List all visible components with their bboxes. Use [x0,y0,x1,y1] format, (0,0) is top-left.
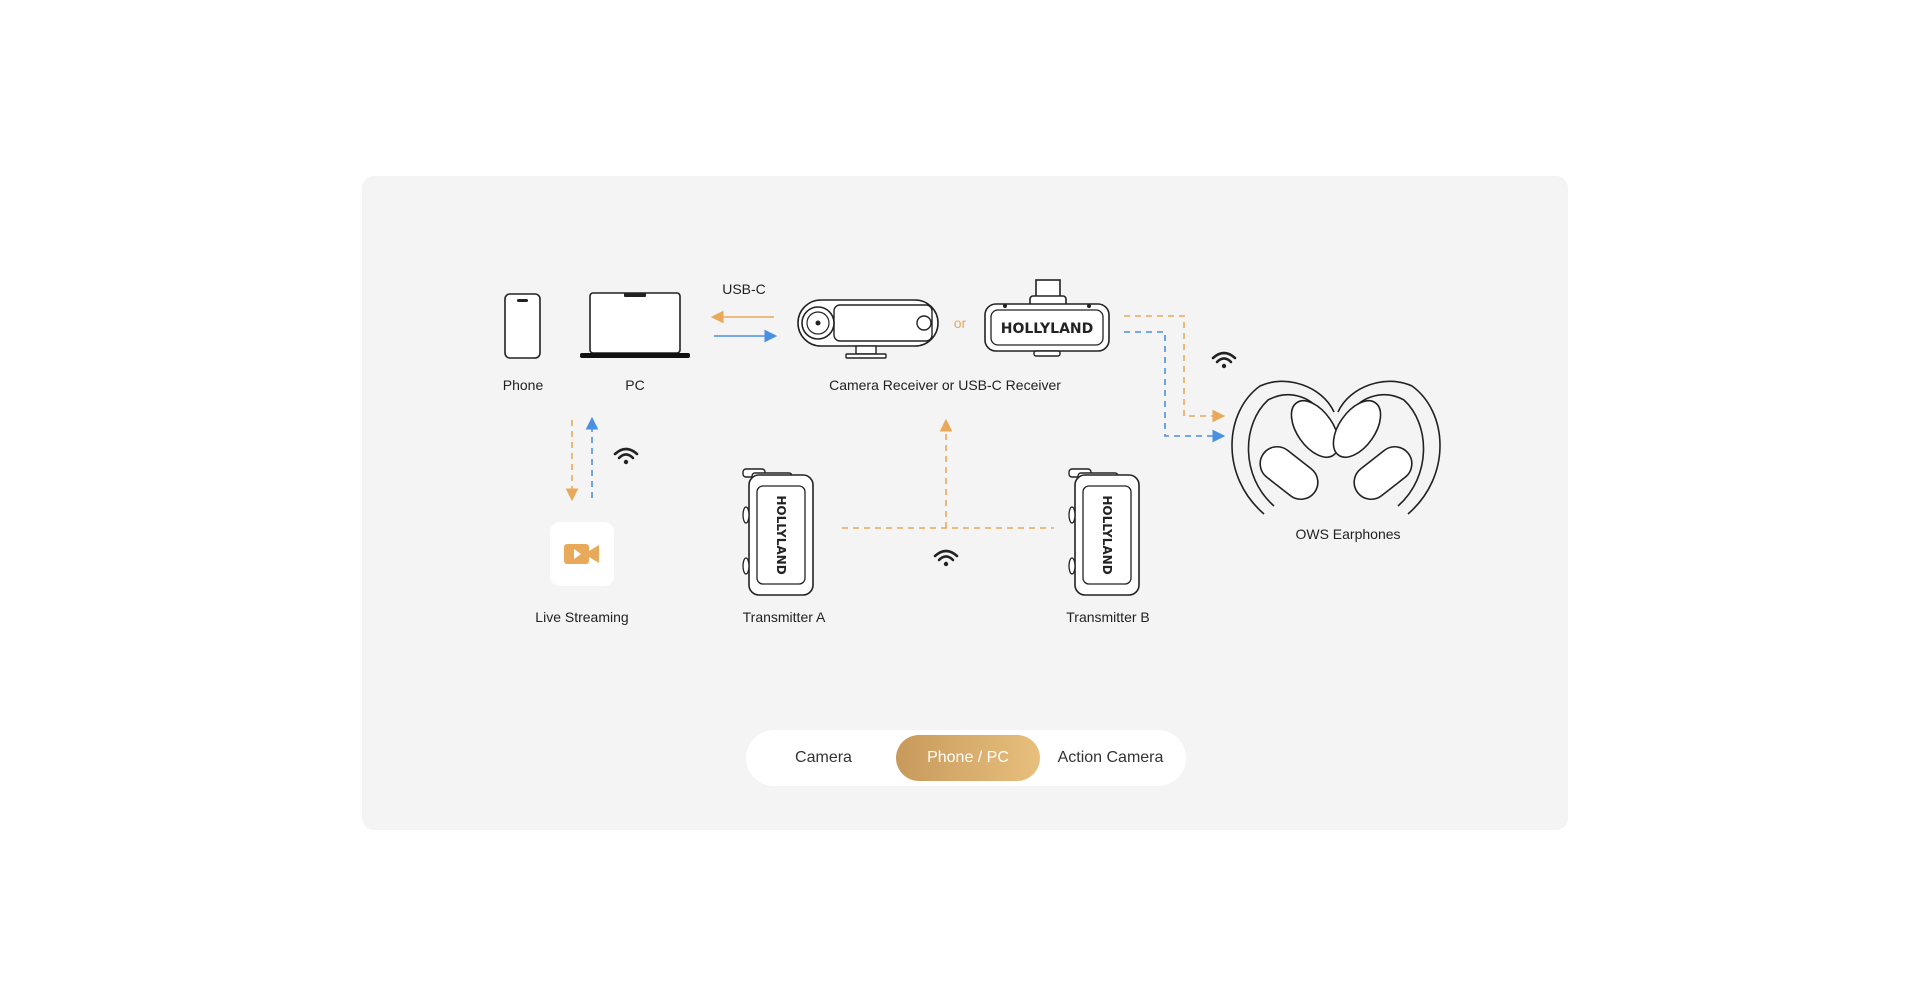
live-streaming-label: Live Streaming [535,609,629,625]
wifi-icon-earphones [1211,351,1237,370]
wifi-icon-transmitters [933,549,959,568]
tab-camera[interactable]: Camera [795,749,852,766]
or-label: or [953,315,967,331]
connection-diagram: HOLLYLAND HOLLYLAND [504,279,1441,596]
brand-label-tx-b: HOLLYLAND [1100,495,1114,574]
transmitter-b-icon: HOLLYLAND [1068,468,1140,596]
transmitter-a-icon: HOLLYLAND [742,468,814,596]
phone-icon [504,293,541,359]
usbc-receiver-icon: HOLLYLAND [984,279,1110,357]
live-streaming-tile [550,522,614,586]
brand-label-tx-a: HOLLYLAND [774,495,788,574]
brand-label-receiver: HOLLYLAND [1001,321,1094,337]
earphones-label: OWS Earphones [1295,526,1401,542]
receiver-label: Camera Receiver or USB-C Receiver [829,377,1061,393]
camera-receiver-icon [797,299,939,359]
wifi-icon-stream [613,447,639,466]
tab-phone-pc[interactable]: Phone / PC [896,735,1040,781]
usb-c-label: USB-C [722,281,766,297]
transmitter-a-label: Transmitter A [742,609,826,625]
tab-action-camera[interactable]: Action Camera [1057,749,1164,766]
video-camera-icon [564,544,599,564]
pc-label: PC [625,377,645,393]
laptop-icon [580,292,690,358]
diagram-panel: HOLLYLAND HOLLYLAND [362,176,1568,830]
receiver-to-earphones-orange [1124,315,1226,423]
receiver-to-earphones-blue [1124,331,1226,443]
transmitter-b-label: Transmitter B [1066,609,1150,625]
phone-label: Phone [502,377,544,393]
earphones-icon [1231,380,1441,515]
mode-tabs: Camera Phone / PC Action Camera [746,730,1186,786]
